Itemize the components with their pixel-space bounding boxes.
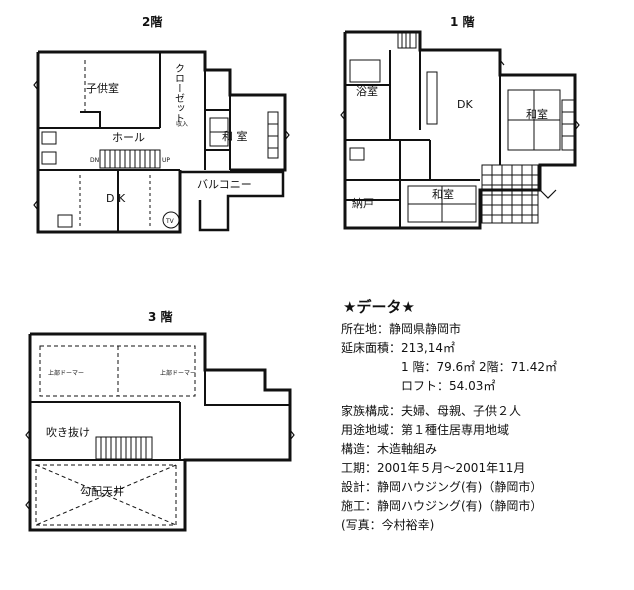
f3-room-dormer-left: 上部ドーマー (48, 369, 84, 377)
data-construction: 施工：静岡ハウジング(有)（静岡市） (341, 499, 543, 513)
f1-room-bath: 浴室 (356, 84, 378, 98)
f2-room-dk: D K (106, 192, 126, 205)
f2-room-closet-small: 収入 (176, 121, 188, 128)
data-location: 所在地：静岡県静岡市 (341, 322, 462, 336)
f3-room-fukinuke: 吹き抜け (46, 425, 90, 439)
f1-room-washitsu-right: 和室 (526, 107, 548, 121)
f2-label-dn: DN (90, 157, 99, 164)
data-design: 設計：静岡ハウジング(有)（静岡市） (341, 480, 543, 494)
floor2-plan (33, 50, 290, 234)
f2-room-closet: クローゼット (173, 63, 185, 123)
f3-room-dormer-right: 上部ドーマー (160, 369, 196, 377)
data-zoning: 用途地域：第１種住居専用地域 (341, 423, 510, 437)
f1-room-dk: DK (457, 98, 473, 111)
f3-room-kobai: 勾配天井 (80, 484, 124, 498)
data-floor-area: 延床面積：213,14㎡ (341, 341, 455, 355)
floor1-plan (340, 30, 580, 230)
floor3-plan (25, 332, 295, 532)
f2-room-hall: ホール (112, 131, 145, 144)
f2-room-washitsu: 和 室 (222, 129, 248, 143)
f2-room-balcony: バルコニー (197, 178, 252, 191)
floor2-title: 2階 (142, 15, 163, 29)
data-panel: ★データ★ 所在地：静岡県静岡市 延床面積：213,14㎡ 1 階：79.6㎡ … (341, 296, 631, 535)
data-structure: 構造：木造軸組み (341, 442, 438, 456)
f1-room-storage: 納戸 (352, 197, 374, 210)
f1-room-washitsu-bottom: 和室 (432, 187, 454, 201)
data-heading: ★データ★ (343, 298, 415, 316)
f2-room-kids: 子供室 (86, 81, 119, 95)
data-loft: ロフト：54.03㎡ (401, 379, 496, 393)
data-floor-area-12: 1 階：79.6㎡ 2階：71.42㎡ (401, 360, 557, 374)
f2-label-tv: TV (165, 218, 175, 225)
floor1-title: 1 階 (450, 15, 475, 29)
data-period: 工期：2001年５月～2001年11月 (341, 461, 526, 475)
data-photo: (写真：今村裕幸) (341, 518, 435, 532)
data-family: 家族構成：夫婦、母親、子供２人 (341, 404, 522, 418)
f2-label-up: UP (162, 157, 170, 164)
floor3-title: 3 階 (148, 310, 173, 324)
